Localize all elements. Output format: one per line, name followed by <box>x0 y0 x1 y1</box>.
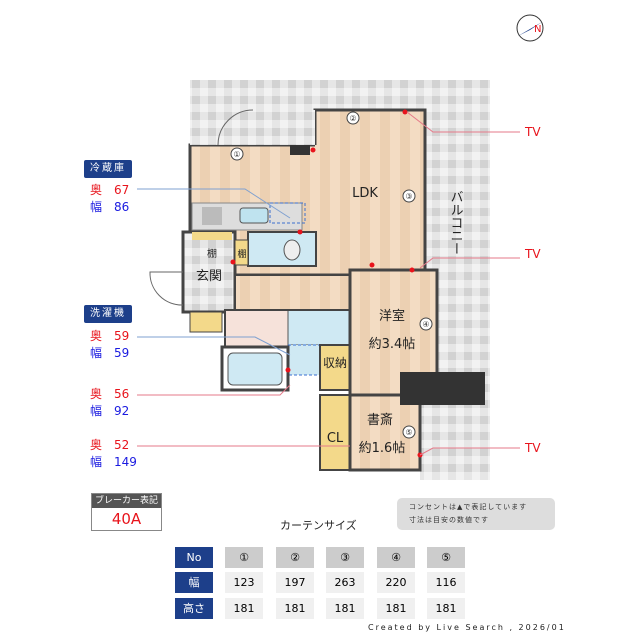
washer-dims: 奥 59 幅 59 <box>90 328 129 362</box>
western-size: 約3.4帖 <box>369 337 416 352</box>
entrance-label: 玄関 <box>196 269 222 284</box>
curtain-width: 197 <box>276 572 314 593</box>
breaker-box: ブレーカー表記 40A <box>91 493 162 531</box>
curtain-width: 263 <box>326 572 364 593</box>
space3-width: 92 <box>114 404 130 418</box>
header-no: No <box>175 547 213 568</box>
note-outlet: コンセントは▲で表記しています <box>409 503 528 511</box>
storage-label: 収納 <box>323 356 347 370</box>
washer-depth: 59 <box>114 329 130 343</box>
curtain-title: カーテンサイズ <box>280 519 357 532</box>
space4-width: 149 <box>114 455 137 469</box>
tv-label-2: TV <box>524 247 541 261</box>
curtain-width: 116 <box>427 572 465 593</box>
width-label: 幅 <box>90 404 103 418</box>
space4-depth: 52 <box>114 438 130 452</box>
width-label: 幅 <box>90 455 103 469</box>
window-number-2: ② <box>349 114 356 123</box>
washer-width: 59 <box>114 346 130 360</box>
space4-dims: 奥 52 幅 149 <box>90 437 137 471</box>
window-number-1: ① <box>233 150 240 159</box>
window-number-4: ④ <box>422 320 429 329</box>
curtain-height: 181 <box>427 598 465 619</box>
curtain-no: ③ <box>326 547 364 568</box>
closet <box>319 394 351 471</box>
depth-label: 奥 <box>90 387 103 401</box>
header-height: 高さ <box>175 598 213 619</box>
depth-label: 奥 <box>90 329 103 343</box>
curtain-height: 181 <box>377 598 415 619</box>
depth-label: 奥 <box>90 183 103 197</box>
breaker-title: ブレーカー表記 <box>92 494 161 508</box>
storage <box>319 344 351 391</box>
ldk-upper <box>315 110 425 150</box>
compass-icon <box>516 14 544 42</box>
curtain-height: 181 <box>225 598 263 619</box>
width-label: 幅 <box>90 346 103 360</box>
washer-space <box>287 344 321 376</box>
notes-box: コンセントは▲で表記しています 寸法は目安の数値です <box>397 498 555 530</box>
space3-depth: 56 <box>114 387 130 401</box>
curtain-no: ④ <box>377 547 415 568</box>
closet-label: CL <box>327 431 344 446</box>
curtain-width: 123 <box>225 572 263 593</box>
fridge-dims: 奥 67 幅 86 <box>90 182 129 216</box>
study-size: 約1.6帖 <box>359 441 406 456</box>
curtain-width: 220 <box>377 572 415 593</box>
curtain-no: ⑤ <box>427 547 465 568</box>
window-number-5: ⑤ <box>405 428 412 437</box>
credit-text: Created by Live Search , 2026/01 <box>368 623 566 632</box>
study-label: 書斎 <box>367 412 393 428</box>
curtain-no: ① <box>225 547 263 568</box>
western-label: 洋室 <box>379 308 405 324</box>
balcony-label: バルコニー <box>448 190 464 255</box>
space3-dims: 奥 56 幅 92 <box>90 386 129 420</box>
header-width: 幅 <box>175 572 213 593</box>
washer-badge: 洗濯機 <box>84 305 132 323</box>
depth-label: 奥 <box>90 438 103 452</box>
fridge-depth: 67 <box>114 183 130 197</box>
breaker-value: 40A <box>111 510 142 528</box>
tv-label-3: TV <box>524 441 541 455</box>
pillar <box>400 372 485 405</box>
shelf-label-2: 棚 <box>237 248 246 260</box>
fridge-badge: 冷蔵庫 <box>84 160 132 178</box>
note-dimensions: 寸法は目安の数値です <box>409 516 489 524</box>
tv-label-1: TV <box>524 125 541 139</box>
width-label: 幅 <box>90 200 103 214</box>
toilet-room <box>247 231 317 267</box>
entrance <box>181 230 237 314</box>
shelf-label: 棚 <box>207 247 217 260</box>
compass-letter: N <box>534 24 541 35</box>
curtain-height: 181 <box>326 598 364 619</box>
window-number-3: ③ <box>405 192 412 201</box>
study-room <box>348 393 422 472</box>
curtain-height: 181 <box>276 598 314 619</box>
fridge-width: 86 <box>114 200 130 214</box>
curtain-no: ② <box>276 547 314 568</box>
ldk-label: LDK <box>352 186 378 201</box>
